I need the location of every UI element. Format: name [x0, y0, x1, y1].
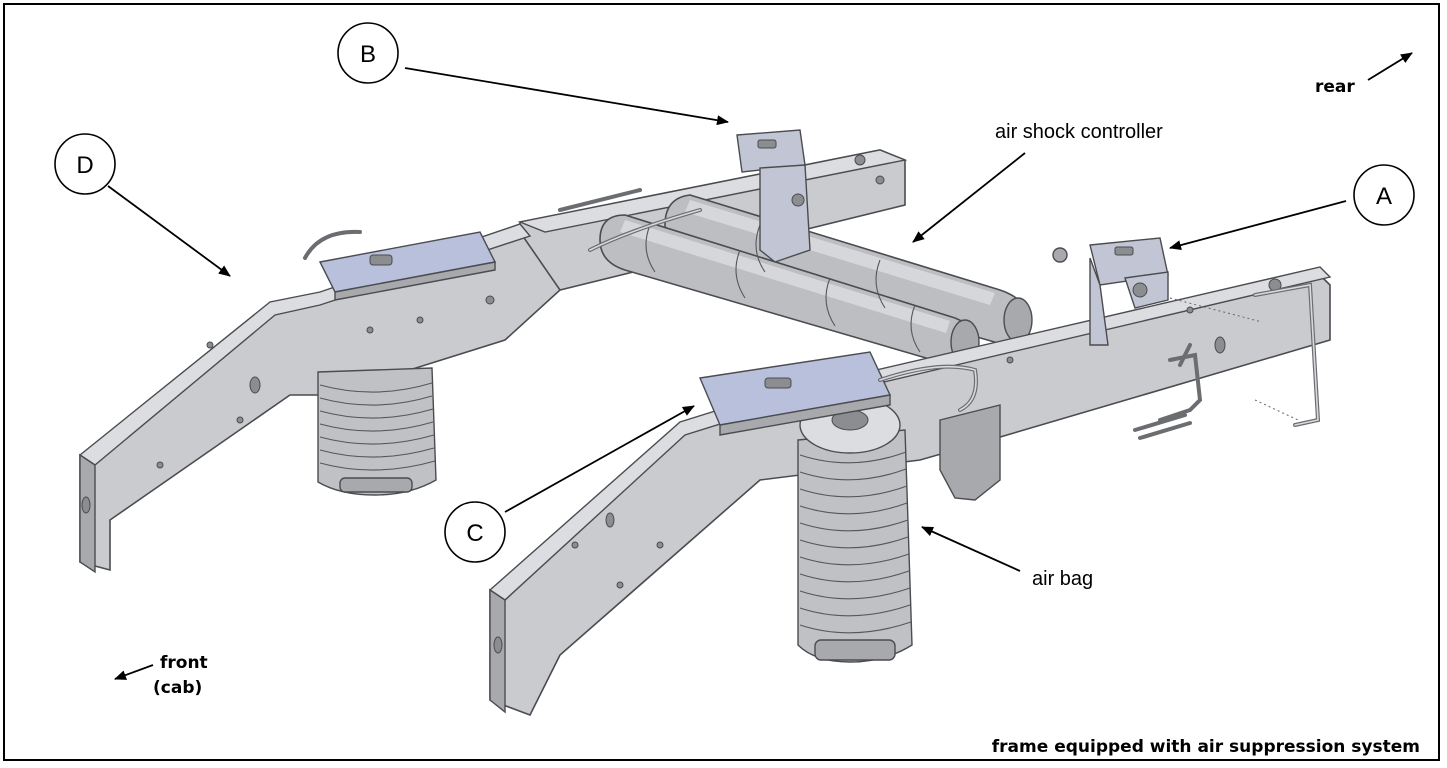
callout-a-leader — [1169, 200, 1347, 250]
callout-d: D — [54, 133, 231, 277]
left-mount-plate — [303, 229, 497, 301]
figure-caption: frame equipped with air suppression syst… — [992, 737, 1420, 757]
direction-front-arrow — [114, 664, 154, 680]
direction-front: front (cab) — [114, 653, 208, 698]
diagram-border — [3, 3, 1440, 761]
label-air-bag-text: air bag — [1032, 568, 1093, 590]
callout-c-leader — [504, 405, 695, 513]
label-air-bag-leader — [921, 526, 1021, 572]
callout-d-leader — [107, 185, 231, 277]
callout-c-letter: C — [466, 520, 483, 547]
bracket-b — [736, 129, 811, 263]
label-air-shock-controller: air shock controller — [912, 121, 1163, 243]
direction-front-subtext: (cab) — [153, 678, 202, 698]
direction-rear: rear — [1315, 52, 1413, 97]
right-mount-plate — [699, 351, 892, 436]
direction-rear-arrow — [1367, 52, 1413, 81]
left-air-bag — [317, 367, 437, 496]
callout-b: B — [337, 22, 729, 126]
callout-b-letter: B — [360, 41, 376, 68]
callout-a-letter: A — [1376, 183, 1392, 210]
callout-b-leader — [404, 67, 729, 126]
callout-c: C — [444, 405, 695, 563]
label-air-shock-controller-leader — [912, 152, 1026, 243]
label-air-shock-controller-text: air shock controller — [995, 121, 1163, 143]
right-air-bag — [797, 396, 913, 663]
label-air-bag: air bag — [921, 526, 1093, 590]
direction-rear-text: rear — [1315, 77, 1355, 97]
direction-front-text: front — [160, 653, 208, 673]
right-front-frame-rail — [488, 266, 1332, 717]
air-lines — [558, 188, 1321, 440]
callout-d-letter: D — [76, 152, 93, 179]
bracket-a — [1052, 237, 1169, 346]
callout-a: A — [1169, 164, 1415, 250]
